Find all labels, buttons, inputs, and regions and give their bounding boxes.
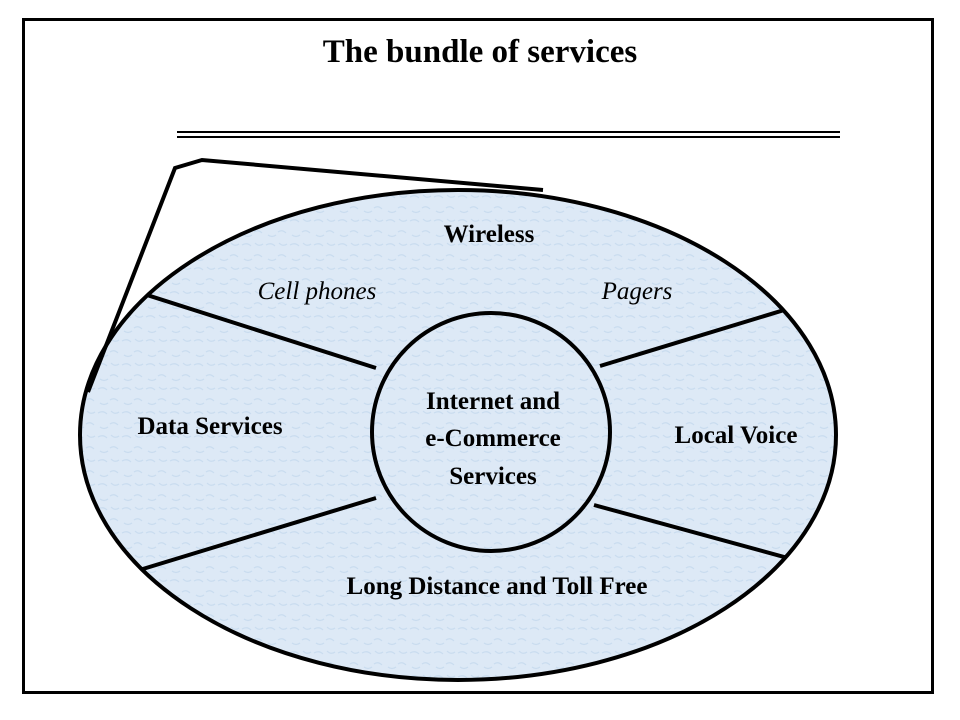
slide-frame [22,18,934,694]
local-voice-label: Local Voice [675,422,798,449]
divider-lower-left [99,496,377,584]
center-line-1: Internet and [426,388,560,415]
center-line-2: e-Commerce [425,425,561,452]
data-services-label: Data Services [137,413,282,440]
center-line-3: Services [449,463,537,490]
wireless-label: Wireless [444,221,535,248]
slide-title: The bundle of services [322,34,638,70]
internet-ecommerce-circle [370,311,612,553]
cell-phones-label: Cell phones [258,278,377,305]
long-distance-label: Long Distance and Toll Free [347,573,648,600]
zoom-callout-line [86,157,544,393]
pagers-label: Pagers [601,278,673,305]
